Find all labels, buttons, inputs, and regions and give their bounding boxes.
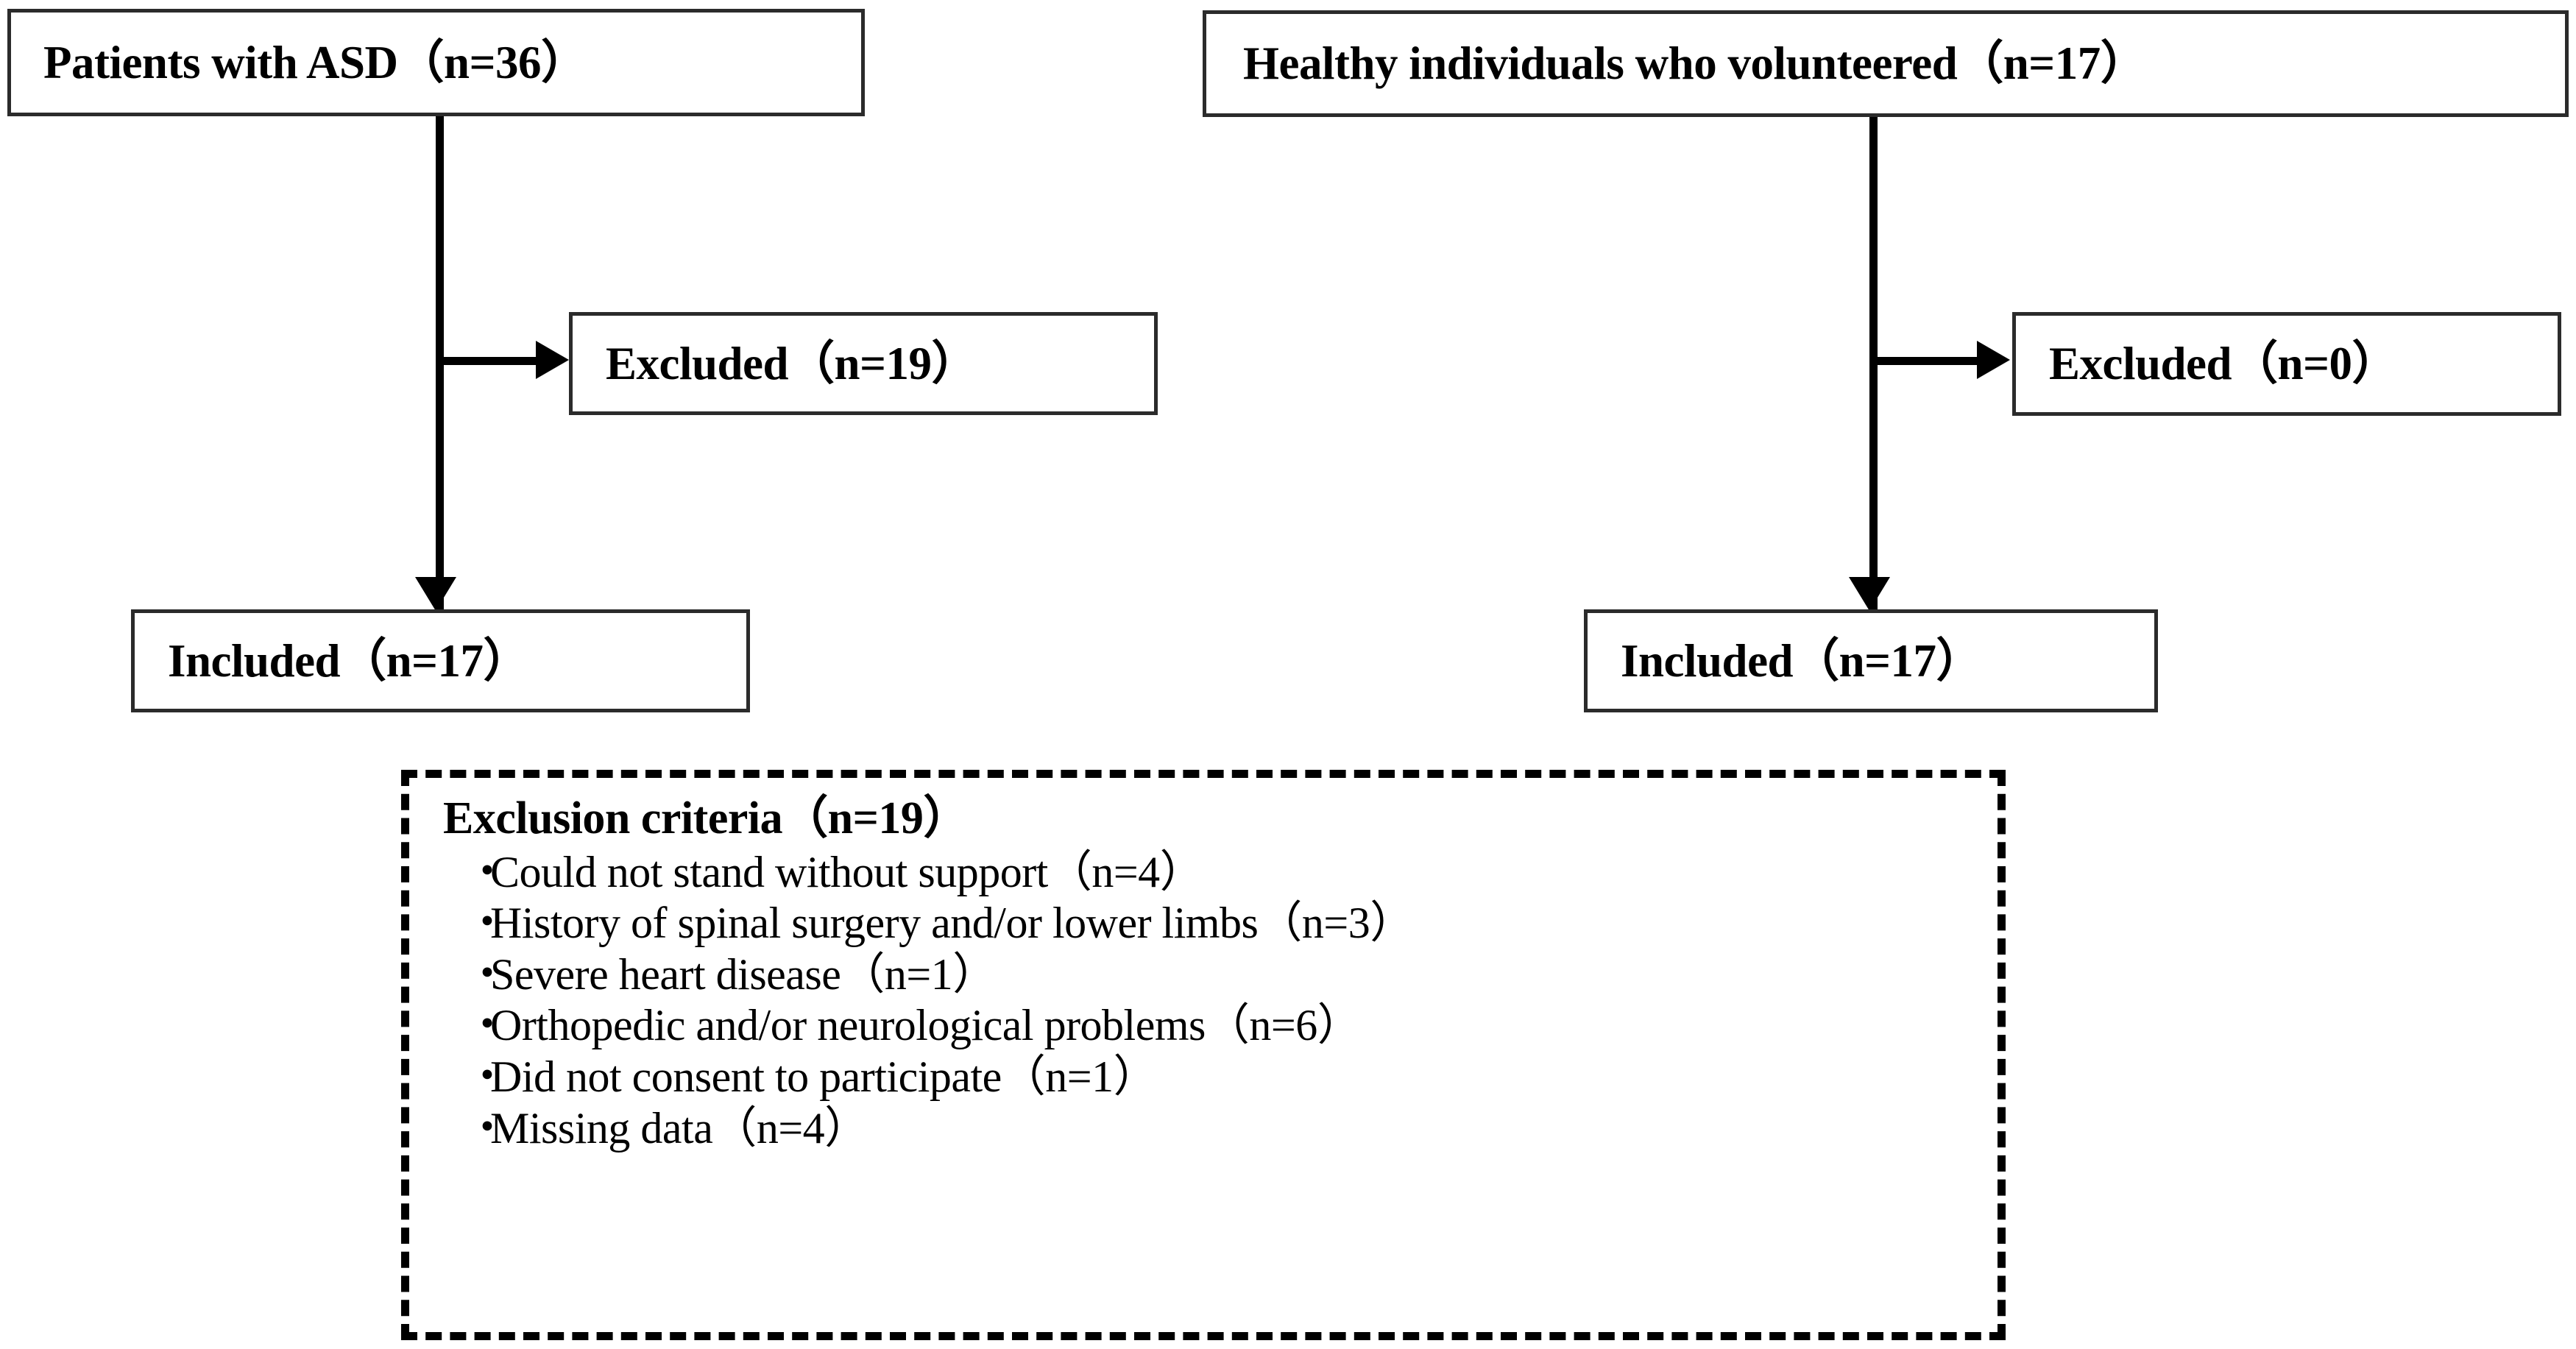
node-included-asd: Included（n=17） [131, 609, 750, 712]
bullet-icon: ・ [465, 1001, 509, 1050]
node-patients-with-asd-label: Patients with ASD（n=36） [43, 36, 587, 88]
exclusion-criteria-title: Exclusion criteria（n=19） [443, 793, 969, 843]
node-included-healthy-label: Included（n=17） [1621, 634, 1983, 687]
list-item-text: Did not consent to participate（n=1） [490, 1052, 1158, 1101]
node-healthy-volunteers: Healthy individuals who volunteered（n=17… [1203, 10, 2569, 117]
bullet-icon: ・ [465, 1052, 509, 1101]
bullet-icon: ・ [465, 1103, 509, 1153]
arrow-down-icon-healthy-included [1849, 577, 1890, 611]
list-item-text: History of spinal surgery and/or lower l… [490, 899, 1414, 948]
node-included-healthy: Included（n=17） [1584, 609, 2158, 712]
node-excluded-asd: Excluded（n=19） [569, 312, 1158, 415]
exclusion-criteria-list: ・Could not stand without support（n=4） ・H… [443, 847, 1998, 1155]
list-item-text: Orthopedic and/or neurological problems（… [490, 1001, 1362, 1050]
list-item: ・Orthopedic and/or neurological problems… [465, 1000, 1998, 1052]
list-item-text: Severe heart disease（n=1） [490, 949, 997, 999]
node-patients-with-asd: Patients with ASD（n=36） [7, 9, 865, 116]
connector-asd-to-excluded-line [436, 357, 542, 365]
list-item: ・Did not consent to participate（n=1） [465, 1052, 1998, 1103]
node-excluded-healthy: Excluded（n=0） [2012, 312, 2561, 416]
node-excluded-asd-label: Excluded（n=19） [606, 337, 978, 389]
exclusion-criteria-panel: Exclusion criteria（n=19） ・Could not stan… [401, 770, 2006, 1340]
node-excluded-healthy-label: Excluded（n=0） [2049, 338, 2399, 389]
bullet-icon: ・ [465, 847, 509, 896]
node-included-asd-label: Included（n=17） [168, 634, 530, 687]
connector-healthy-to-excluded-line [1869, 357, 1980, 365]
node-healthy-volunteers-label: Healthy individuals who volunteered（n=17… [1243, 38, 2147, 89]
list-item: ・Could not stand without support（n=4） [465, 847, 1998, 899]
bullet-icon: ・ [465, 949, 509, 999]
list-item: ・Missing data（n=4） [465, 1103, 1998, 1155]
arrow-right-icon-asd-excluded [536, 341, 569, 379]
bullet-icon: ・ [465, 899, 509, 948]
arrow-down-icon-asd-included [415, 577, 456, 611]
list-item: ・Severe heart disease（n=1） [465, 949, 1998, 1001]
arrow-right-icon-healthy-excluded [1977, 341, 2010, 379]
list-item-text: Could not stand without support（n=4） [490, 847, 1204, 896]
list-item-text: Missing data（n=4） [490, 1103, 868, 1153]
list-item: ・History of spinal surgery and/or lower … [465, 898, 1998, 949]
